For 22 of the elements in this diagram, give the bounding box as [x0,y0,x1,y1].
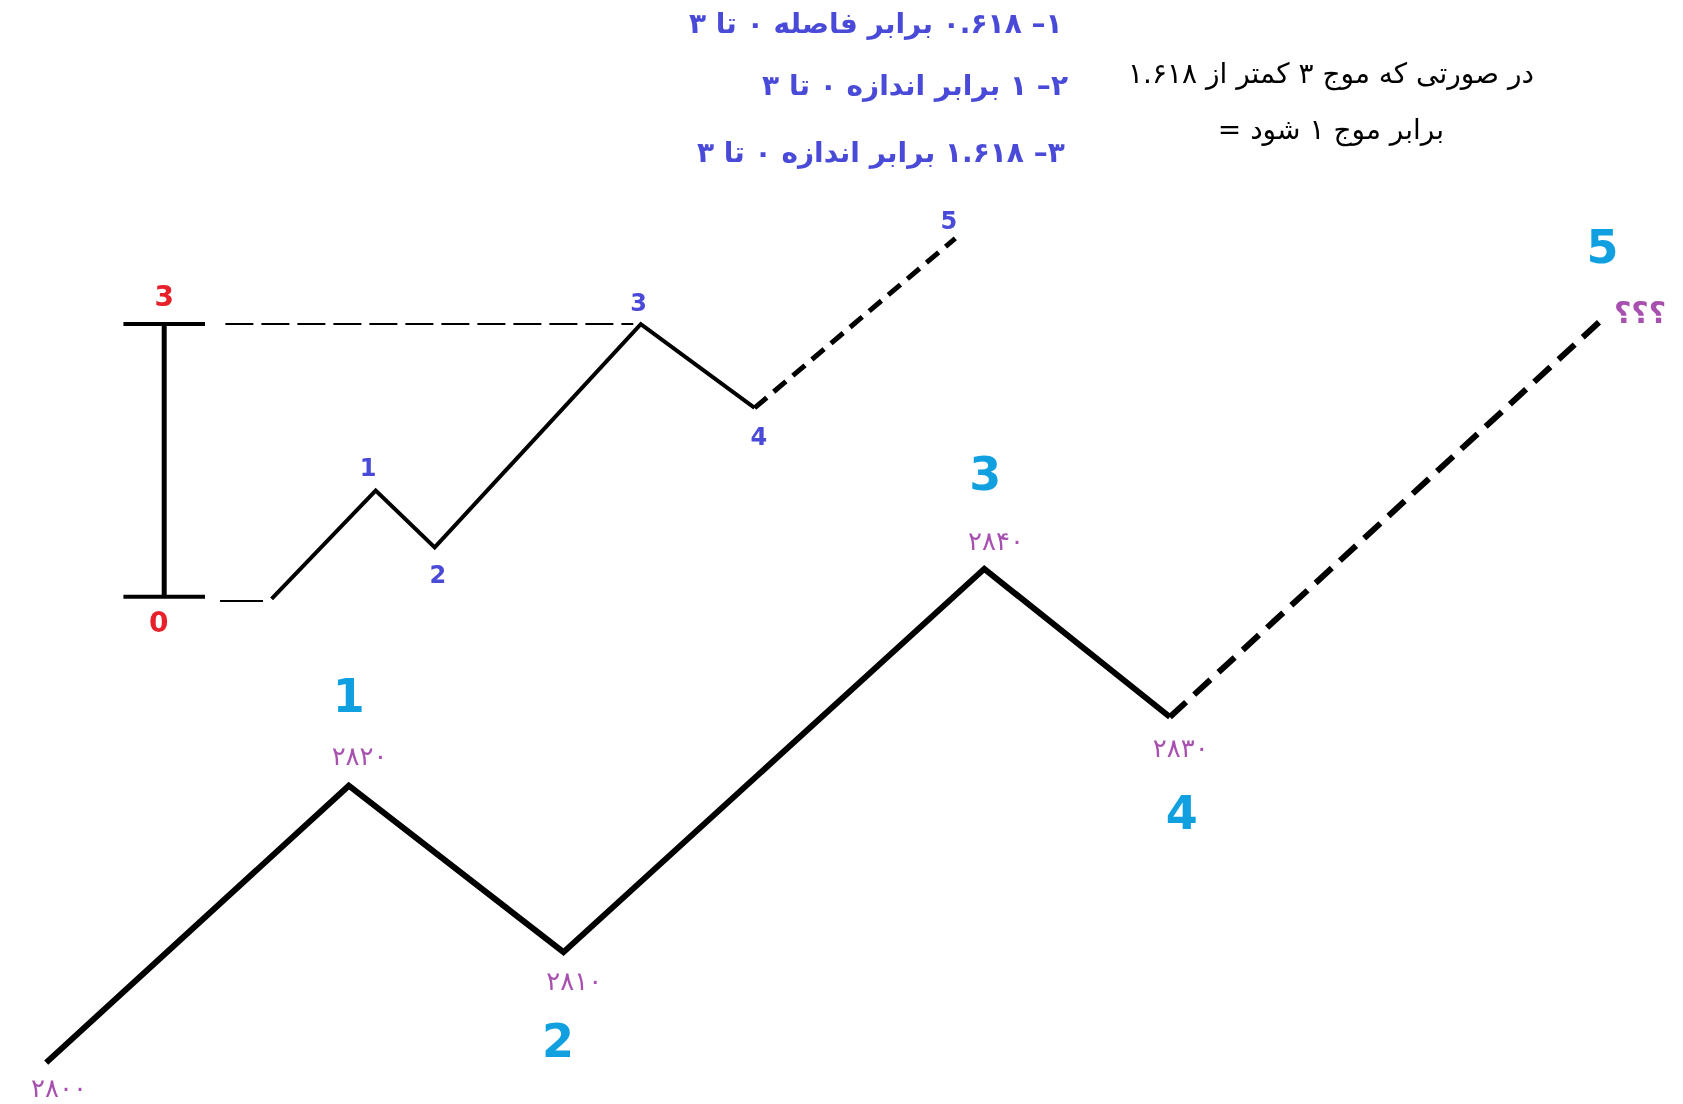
wave-number: 5 [940,208,958,236]
unknown-price-label: ؟؟؟ [1613,296,1667,331]
price-label: ۲۸۳۰ [1152,734,1209,765]
wave-number: 3 [969,447,1002,501]
wave-number: 1 [359,455,377,483]
price-label: ۲۸۴۰ [968,527,1024,557]
price-label: ۲۸۲۰ [331,741,388,772]
point-label: 0 [149,606,169,639]
price-label: ۲۸۰۰ [31,1074,87,1104]
wave-number: 4 [750,424,768,452]
price-label: ۲۸۱۰ [546,967,603,998]
ratio-text: ۲– ۱ برابر اندازه ۰ تا ۳ [762,69,1068,102]
wave-number: 4 [1165,786,1198,839]
point-label: 3 [154,281,174,314]
ratio-text: ۱– ۰.۶۱۸ برابر فاصله ۰ تا ۳ [689,7,1063,40]
wave-number: 3 [630,289,647,318]
wave-number: 2 [542,1014,575,1068]
wave-number: 2 [429,562,447,591]
wave-number: 5 [1586,220,1619,274]
wave-number: 1 [332,669,365,722]
ratio-text: ۳– ۱.۶۱۸ برابر اندازه ۰ تا ۳ [696,137,1065,170]
condition-text: در صورتی که موج ۳ کمتر از ۱.۶۱۸ برابر موج ۱ شود = [1127,55,1535,149]
